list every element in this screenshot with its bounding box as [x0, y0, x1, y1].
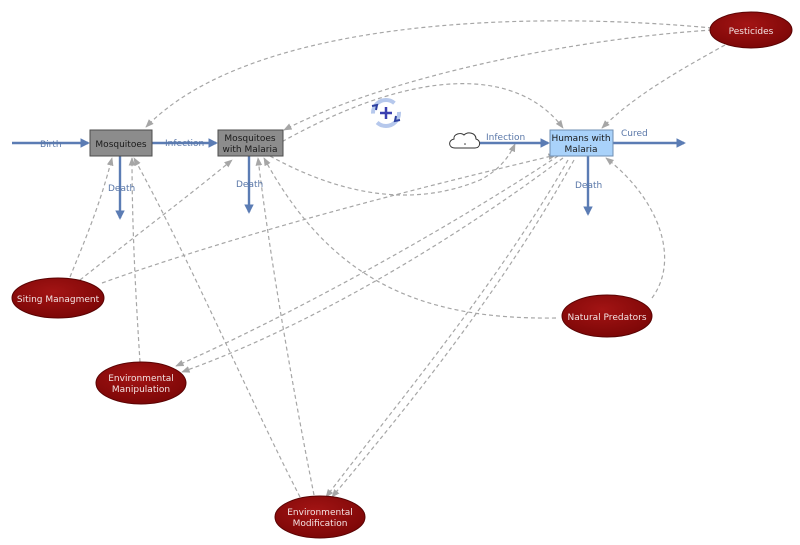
- variable-label: Pesticides: [729, 27, 774, 37]
- variable-pesticides[interactable]: Pesticides: [709, 11, 793, 49]
- stock-box: [549, 129, 614, 157]
- stock-label-line2: with Malaria: [223, 145, 278, 155]
- stock-box: [217, 129, 284, 157]
- stock-humans-with-malaria[interactable]: Humans with Malaria: [549, 129, 614, 157]
- link-humans-envmod-1[interactable]: [325, 159, 569, 498]
- variable-environmental-modification[interactable]: Environmental Modification: [274, 495, 366, 539]
- variable-label: Natural Predators: [567, 313, 646, 323]
- stock-label-line1: Humans with: [551, 134, 610, 144]
- variable-label-line2: Modification: [293, 519, 348, 529]
- flows: [12, 138, 686, 220]
- stock-mosquitoes[interactable]: Mosquitoes: [89, 129, 153, 157]
- birth-label: Birth: [40, 140, 62, 150]
- link-siting-mosquitoes[interactable]: [69, 157, 114, 278]
- stock-mosquitoes-with-malaria[interactable]: Mosquitoes with Malaria: [217, 129, 284, 157]
- link-humans-envmod-2[interactable]: [331, 159, 575, 498]
- variable-natural-predators[interactable]: Natural Predators: [561, 294, 653, 338]
- infection-human-label: Infection: [486, 133, 525, 143]
- variable-label-line2: Manipulation: [112, 385, 170, 395]
- infection-mosquito-label: Infection: [165, 139, 204, 149]
- mosquito-malaria-death-label: Death: [236, 180, 263, 190]
- variable-label: Siting Managment: [17, 295, 100, 305]
- reinforcing-loop-icon[interactable]: [371, 98, 401, 128]
- variable-siting-managment[interactable]: Siting Managment: [11, 277, 105, 319]
- link-pesticides-humans[interactable]: [601, 44, 726, 129]
- link-siting-mosquitoes-malaria[interactable]: [79, 159, 233, 281]
- stock-box: [89, 129, 153, 157]
- link-mosquitoes-malaria-humans[interactable]: [263, 83, 564, 153]
- link-siting-humans[interactable]: [101, 153, 557, 284]
- cured-label: Cured: [621, 129, 648, 139]
- stock-label-line2: Malaria: [564, 145, 597, 155]
- link-pesticides-mosquitoes-malaria[interactable]: [283, 29, 713, 131]
- cloud-source-icon: [449, 132, 481, 149]
- link-envmanip-mosquitoes[interactable]: [128, 157, 141, 363]
- link-humans-envmanip-2[interactable]: [181, 157, 564, 373]
- link-mosquitoes-malaria-infection[interactable]: [269, 143, 516, 196]
- stock-label-line1: Mosquitoes: [224, 134, 275, 144]
- mosquito-death-label: Death: [108, 184, 135, 194]
- influence-links: [69, 20, 726, 498]
- link-predators-mosquitoes-malaria[interactable]: [263, 157, 557, 319]
- variable-environmental-manipulation[interactable]: Environmental Manipulation: [95, 361, 187, 405]
- variable-label-line1: Environmental: [287, 508, 352, 518]
- stock-label: Mosquitoes: [95, 140, 146, 150]
- variable-label-line1: Environmental: [108, 374, 173, 384]
- link-predators-humans[interactable]: [605, 157, 666, 299]
- link-envmod-mosquitoes-malaria[interactable]: [255, 157, 315, 496]
- link-envmod-mosquitoes[interactable]: [133, 157, 301, 498]
- link-pesticides-mosquitoes[interactable]: [145, 20, 713, 128]
- flow-labels: Birth Infection Death Death Infection Cu…: [40, 129, 648, 194]
- link-humans-envmanip-1[interactable]: [175, 155, 559, 367]
- human-death-label: Death: [575, 181, 602, 191]
